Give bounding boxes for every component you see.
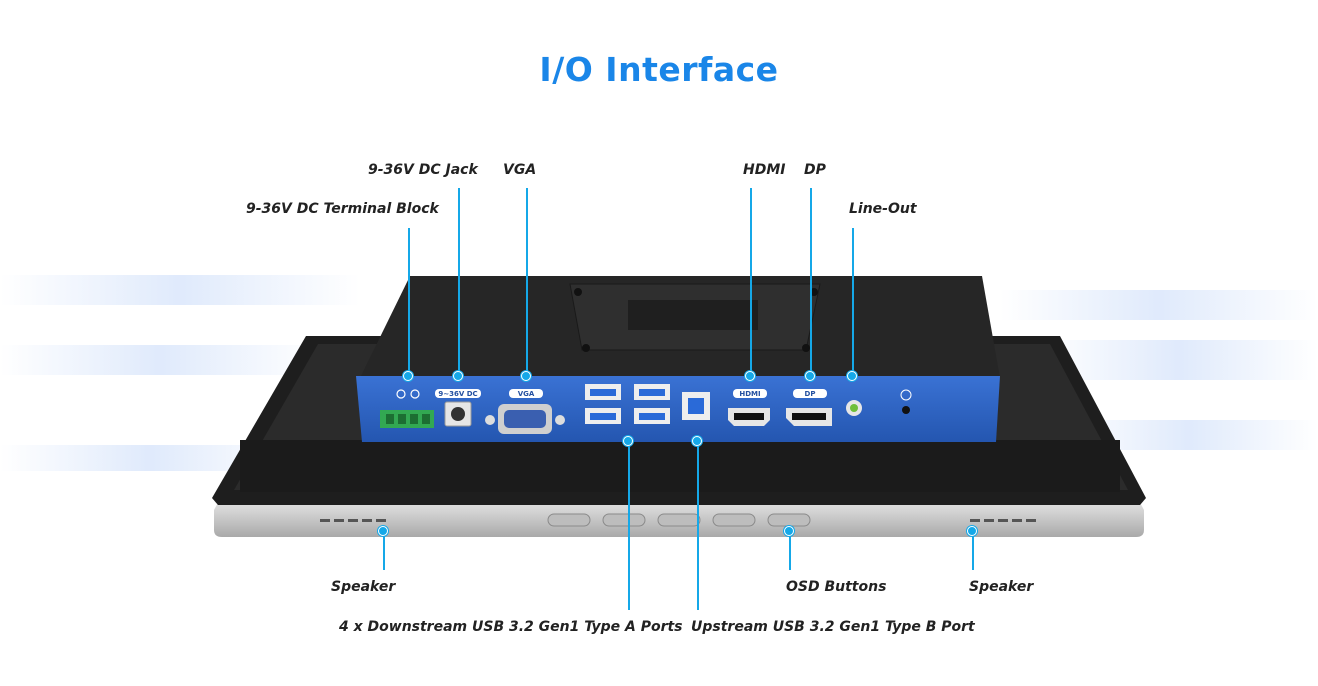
callout-line-usb-a — [628, 440, 630, 610]
callout-dot-speaker-right — [967, 526, 977, 536]
callout-line-usb-b — [697, 440, 699, 610]
callout-dot-usb-b — [692, 436, 702, 446]
callout-line-hdmi — [750, 188, 752, 376]
label-usb-b: Upstream USB 3.2 Gen1 Type B Port — [691, 619, 975, 635]
bg-streak — [1000, 290, 1318, 320]
callout-line-terminal — [408, 228, 410, 376]
label-dp: DP — [804, 162, 826, 178]
callout-dot-hdmi — [745, 371, 755, 381]
label-speaker-right: Speaker — [969, 579, 1034, 595]
callout-line-speaker-right — [972, 530, 974, 570]
label-hdmi: HDMI — [743, 162, 786, 178]
tag-vga: VGA — [518, 390, 535, 398]
callout-dot-osd — [784, 526, 794, 536]
callout-line-line-out — [852, 228, 854, 376]
tag-dc: 9~36V DC — [438, 390, 477, 398]
label-usb-a: 4 x Downstream USB 3.2 Gen1 Type A Ports — [339, 619, 683, 635]
page-title: I/O Interface — [539, 50, 779, 89]
label-osd-buttons: OSD Buttons — [786, 579, 887, 595]
bg-streak — [1040, 340, 1318, 380]
callout-line-dc-jack — [458, 188, 460, 376]
bg-streak — [0, 345, 320, 375]
callout-line-speaker-left — [383, 530, 385, 570]
bg-streak — [0, 275, 360, 305]
callout-line-osd — [789, 530, 791, 570]
callout-dot-speaker-left — [378, 526, 388, 536]
label-terminal-block: 9-36V DC Terminal Block — [246, 201, 439, 217]
label-dc-jack: 9-36V DC Jack — [368, 162, 478, 178]
callout-dot-dc-jack — [453, 371, 463, 381]
callout-line-dp — [810, 188, 812, 376]
tag-dp: DP — [805, 390, 816, 398]
callout-dot-line-out — [847, 371, 857, 381]
callout-dot-terminal — [403, 371, 413, 381]
label-line-out: Line-Out — [849, 201, 917, 217]
callout-line-vga — [526, 188, 528, 376]
callout-dot-dp — [805, 371, 815, 381]
callout-dot-usb-a — [623, 436, 633, 446]
label-speaker-left: Speaker — [331, 579, 396, 595]
tag-hdmi: HDMI — [739, 390, 760, 398]
callout-dot-vga — [521, 371, 531, 381]
label-vga: VGA — [503, 162, 537, 178]
